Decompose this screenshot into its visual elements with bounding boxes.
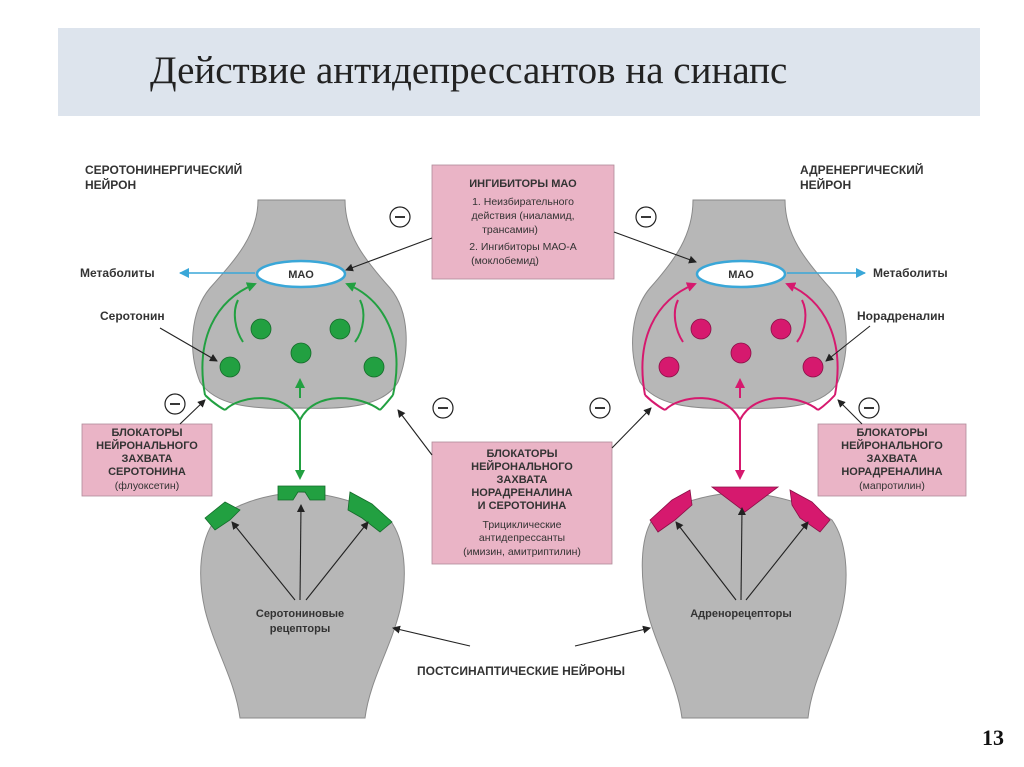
ser-box-line3: ЗАХВАТА (122, 453, 173, 465)
mix-box-line3: ЗАХВАТА (497, 474, 548, 486)
mixed-to-left-line (397, 409, 433, 456)
mao-inhibitors-box (431, 164, 615, 280)
right-receptors (649, 486, 831, 533)
left-mao-ellipse (255, 259, 347, 289)
mix-box-line7: антидепрессанты (479, 532, 565, 544)
left-metabolites-label: Метаболиты (80, 266, 155, 280)
right-presynaptic-neuron (632, 199, 847, 409)
page-number: 13 (982, 725, 1004, 750)
serotonin-vesicles (219, 318, 385, 378)
ne-box-line2: НЕЙРОНАЛЬНОГО (841, 439, 943, 452)
right-mao-ellipse (695, 259, 787, 289)
mix-box-line5: И СЕРОТОНИНА (478, 500, 567, 512)
mix-box-line4: НОРАДРЕНАЛИНА (471, 487, 572, 499)
mao-box-line6: (моклобемид) (471, 255, 539, 267)
right-neuron-label-1: АДРЕНЕРГИЧЕСКИЙ (800, 162, 923, 177)
left-neuron-label-1: СЕРОТОНИНЕРГИЧЕСКИЙ (85, 162, 242, 177)
mix-box-line8: (имизин, амитриптилин) (463, 546, 581, 558)
left-receptor-arrows (231, 504, 369, 601)
left-mao-label: МАО (288, 269, 314, 281)
ser-box-line5: (флуоксетин) (115, 480, 179, 492)
serotonin-pointer (159, 327, 218, 362)
right-metabolites-label: Метаболиты (873, 266, 948, 280)
mix-box-line2: НЕЙРОНАЛЬНОГО (471, 460, 573, 473)
mao-inhibit-right-line (613, 231, 697, 264)
ne-blocker-line (837, 399, 863, 425)
ser-box-line1: БЛОКАТОРЫ (111, 427, 182, 439)
norepinephrine-pointer (825, 325, 871, 362)
mao-box-line3: действия (ниаламид, (471, 210, 574, 222)
left-neuron-label-2: НЕЙРОН (85, 177, 136, 192)
left-receptors (204, 485, 393, 533)
norepinephrine-vesicles (658, 318, 824, 378)
mao-box-line1: ИНГИБИТОРЫ МАО (469, 178, 577, 190)
slide-title: Действие антидепрессантов на синапс (150, 49, 788, 92)
postsynaptic-neurons-label: ПОСТСИНАПТИЧЕСКИЕ НЕЙРОНЫ (417, 663, 625, 678)
right-norepinephrine-pathways (641, 282, 839, 480)
ne-box-line4: НОРАДРЕНАЛИНА (841, 466, 942, 478)
left-receptors-label-1: Серотониновые (256, 608, 344, 620)
left-receptors-label-2: рецепторы (270, 623, 330, 635)
mao-inhibit-left-line (345, 237, 433, 272)
ne-box-line5: (мапротилин) (859, 480, 925, 492)
left-serotonin-pathways (201, 282, 398, 480)
ser-blocker-line (179, 399, 206, 425)
norepinephrine-blockers-box (817, 423, 967, 497)
ser-box-line4: СЕРОТОНИНА (108, 466, 186, 478)
mixed-blockers-box (431, 441, 613, 565)
norepinephrine-label: Норадреналин (857, 309, 945, 323)
mao-box-line4: трансамин) (482, 224, 538, 236)
postsynaptic-left-arrow (392, 625, 471, 647)
serotonin-blockers-box (81, 423, 213, 497)
postsynaptic-right-arrow (574, 625, 651, 647)
mao-box-line5: 2. Ингибиторы МАО-А (469, 241, 577, 253)
serotonin-label: Серотонин (100, 309, 165, 323)
inhibition-signs (170, 216, 874, 409)
left-presynaptic-neuron (192, 199, 407, 409)
ne-box-line3: ЗАХВАТА (867, 453, 918, 465)
ne-box-line1: БЛОКАТОРЫ (856, 427, 927, 439)
right-receptors-label: Адренорецепторы (690, 608, 792, 620)
title-bar (58, 28, 980, 116)
mixed-to-right-line (611, 407, 652, 449)
right-receptor-arrows (675, 507, 809, 601)
mao-box-line2: 1. Неизбирательного (472, 196, 574, 208)
ser-box-line2: НЕЙРОНАЛЬНОГО (96, 439, 198, 452)
mix-box-line1: БЛОКАТОРЫ (486, 448, 557, 460)
right-neuron-label-2: НЕЙРОН (800, 177, 851, 192)
mix-box-line6: Трициклические (483, 519, 562, 531)
right-mao-label: МАО (728, 269, 754, 281)
